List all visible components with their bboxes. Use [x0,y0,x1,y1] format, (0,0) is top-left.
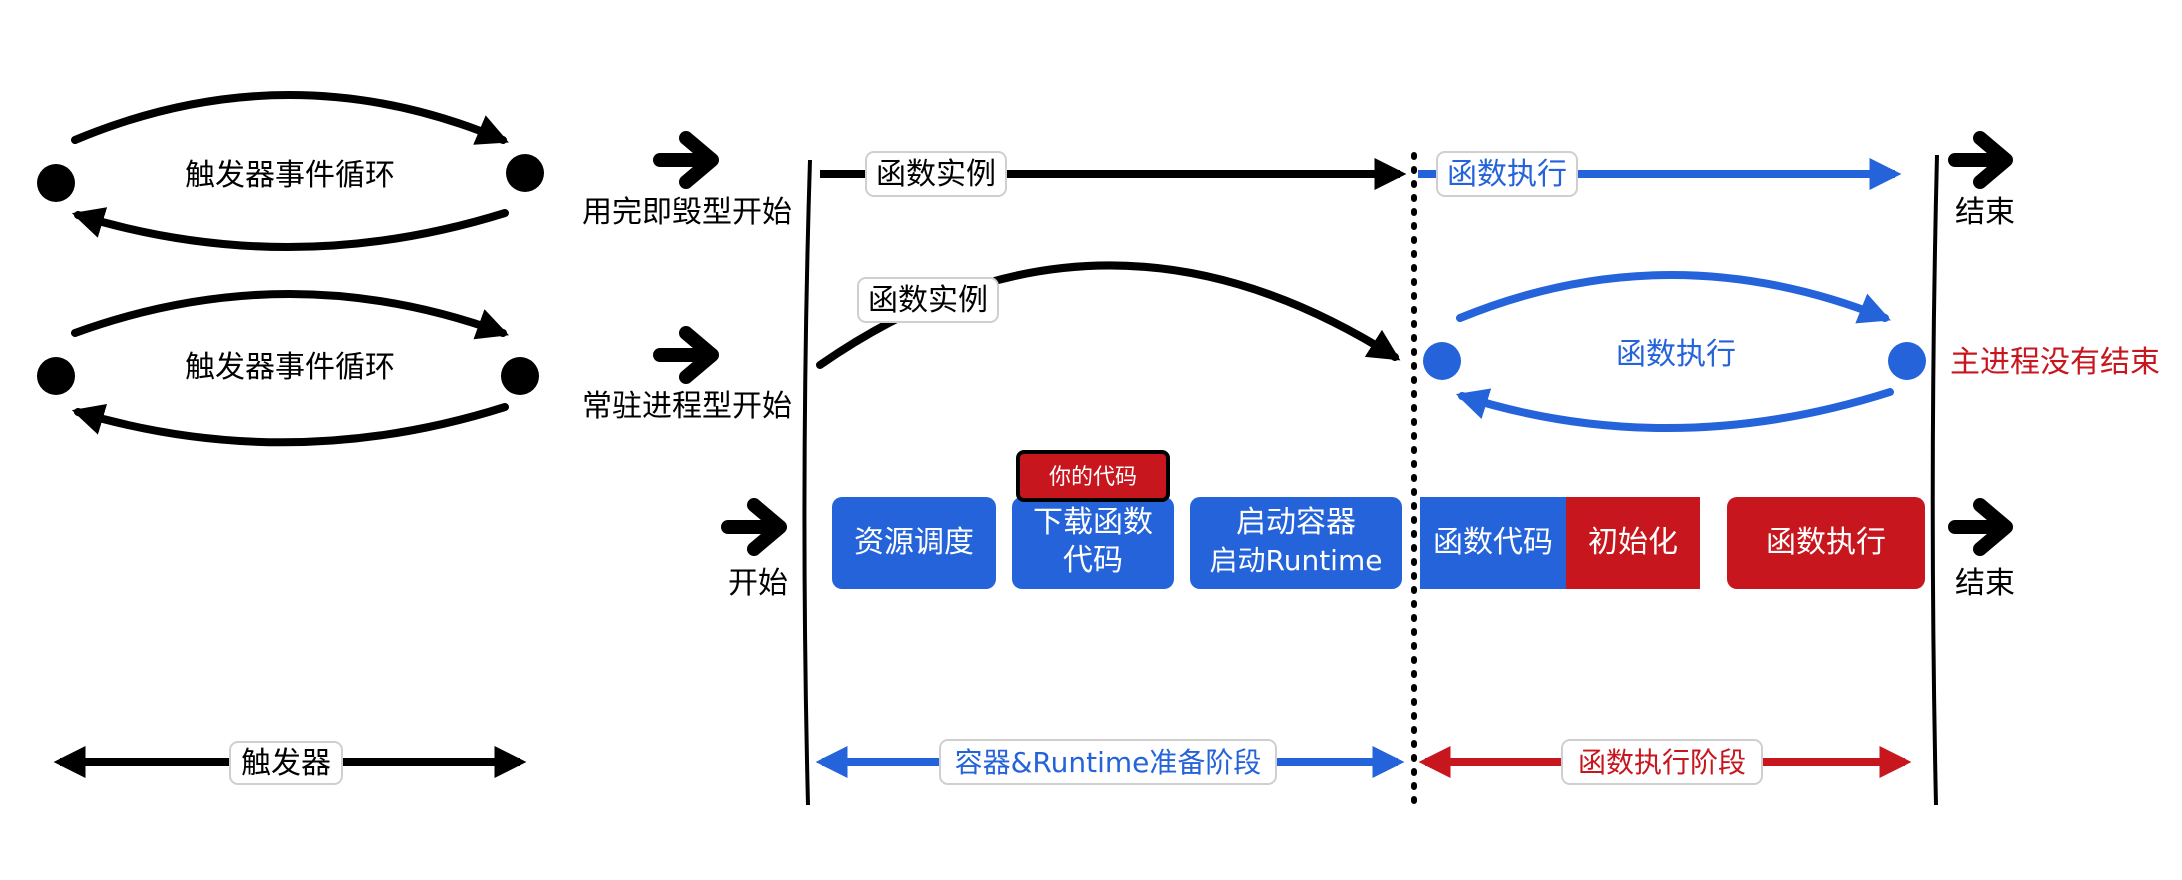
loop-node-left [37,357,75,395]
right-arrow-icon [1948,498,2013,556]
timeline-end-border [1930,154,1939,806]
exec-tag-label: 函数执行 [1447,157,1567,192]
exec-loop-forward [1456,271,1891,324]
row-resident: 函数实例 函数执行 主进程没有结束 [816,261,2160,432]
phase-execute: 函数执行阶段 [1418,739,1912,785]
no-end-label: 主进程没有结束 [1950,345,2160,380]
phase-execute-tag [1561,739,1763,785]
event-loop-top: 触发器事件循环 [37,91,544,251]
step-init [1566,497,1700,589]
loop-node-left [37,164,75,202]
step-func-code [1420,497,1566,589]
phase-execute-label: 函数执行阶段 [1578,746,1746,779]
step-container-line2: 启动Runtime [1210,544,1383,577]
right-arrow-icon [1948,131,2013,189]
loop-arrow-back [71,207,509,251]
row-oneshot: 函数实例 函数执行 结束 [820,131,2015,230]
row-steps: 资源调度 下载函数 代码 你的代码 启动容器 启动Runtime 函数代码 初始… [832,450,2015,601]
instance-tag-label: 函数实例 [876,157,996,192]
start-label-resident: 常驻进程型开始 [582,389,792,424]
end-label: 结束 [1955,195,2015,230]
step-resource [832,497,996,589]
loop-arrow-forward [71,91,509,145]
start-arrow-resident: 常驻进程型开始 [582,326,792,424]
trigger-tag [229,741,343,785]
step-container [1190,497,1402,589]
trigger-label: 触发器 [241,746,331,781]
exec-loop-label: 函数执行 [1616,337,1736,372]
trigger-span: 触发器 [53,741,527,785]
step-download-line1: 下载函数 [1033,505,1153,540]
instance-tag-label: 函数实例 [868,283,988,318]
step-exec [1727,497,1925,589]
step-func-code-label: 函数代码 [1433,525,1553,560]
phase-prepare-tag [939,739,1277,785]
phase-prepare-label: 容器&Runtime准备阶段 [955,746,1262,779]
loop-label: 触发器事件循环 [185,350,395,385]
event-loop-middle: 触发器事件循环 [37,290,539,447]
step-download-line2: 代码 [1063,543,1123,578]
start-arrow-oneshot: 用完即毁型开始 [582,131,792,230]
your-code-label: 你的代码 [1049,465,1137,490]
loop-node-right [506,154,544,192]
step-container-line1: 启动容器 [1236,505,1356,540]
start-label-main: 开始 [728,566,788,601]
exec-loop-node-left [1423,342,1461,380]
timeline-start-border [802,159,812,806]
start-arrow-main: 开始 [721,498,788,601]
step-init-label: 初始化 [1588,525,1678,560]
your-code-badge [1016,450,1170,502]
step-download [1012,497,1174,589]
right-arrow-icon [721,498,787,556]
phase-prepare: 容器&Runtime准备阶段 [815,739,1405,785]
start-label-oneshot: 用完即毁型开始 [582,195,792,230]
right-arrow-icon [653,326,719,384]
exec-loop-back [1455,388,1894,432]
loop-node-right [501,357,539,395]
step-resource-label: 资源调度 [854,525,974,560]
loop-label: 触发器事件循环 [185,158,395,193]
loop-arrow-back [71,403,509,447]
instance-tag [865,151,1007,197]
exec-tag [1436,151,1578,197]
end-label: 结束 [1955,566,2015,601]
loop-arrow-forward [71,290,510,340]
step-exec-label: 函数执行 [1766,525,1886,560]
right-arrow-icon [653,131,719,189]
exec-loop-node-right [1888,342,1926,380]
instance-tag [857,277,999,323]
